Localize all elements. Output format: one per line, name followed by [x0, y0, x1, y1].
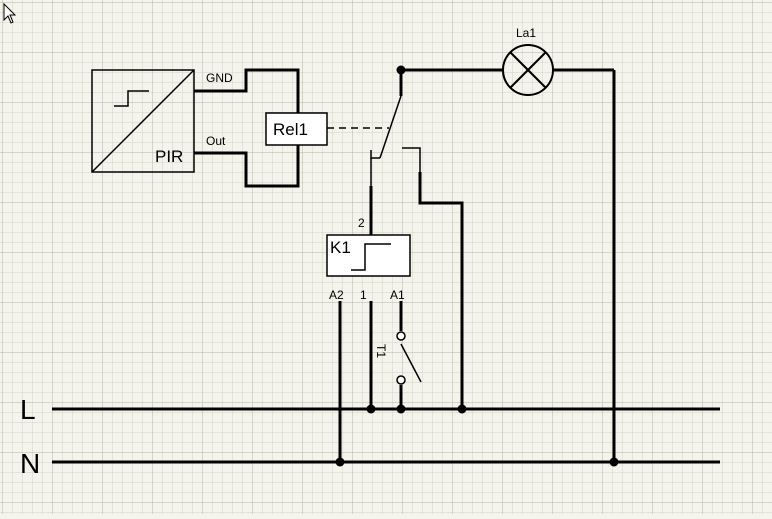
junction-n-timer-a2 [335, 457, 345, 467]
timer-supply-wiring[interactable] [338, 301, 403, 462]
lamp-la1-symbol[interactable] [502, 44, 554, 96]
pir-out-pin-label: Out [206, 134, 226, 148]
timer-pin-a1-label: A1 [390, 288, 405, 302]
line-l-label: L [20, 394, 36, 425]
junction-l-timer-1 [366, 404, 376, 414]
junction-l-contact [457, 404, 467, 414]
relay-rel1-box[interactable] [265, 112, 328, 146]
junction-l-button [396, 404, 406, 414]
junction-n-lamp [609, 457, 619, 467]
lamp-label: La1 [516, 26, 536, 40]
timer-pin-2-label: 2 [358, 216, 365, 230]
pir-label: PIR [155, 147, 183, 166]
cursor-icon [3, 2, 17, 24]
pir-gnd-pin-label: GND [206, 71, 233, 85]
line-n-label: N [20, 448, 40, 479]
pir-sensor-block[interactable] [91, 69, 195, 173]
relay-contact[interactable] [369, 95, 464, 409]
junction-lamp-feed [396, 65, 406, 75]
relay-label: Rel1 [273, 120, 308, 139]
pir-relay-wiring[interactable] [194, 68, 300, 188]
timer-relay-k1[interactable] [326, 234, 411, 277]
timer-pin-1-label: 1 [360, 288, 367, 302]
timer-pin-a2-label: A2 [329, 288, 344, 302]
pir-step-icon [114, 90, 149, 107]
timer-label: K1 [330, 238, 351, 257]
timer-step-icon [351, 243, 391, 271]
junction-dots [335, 65, 619, 467]
push-button-t1[interactable] [396, 331, 422, 385]
button-label: T1 [374, 344, 388, 358]
lamp-circuit[interactable] [399, 68, 616, 462]
